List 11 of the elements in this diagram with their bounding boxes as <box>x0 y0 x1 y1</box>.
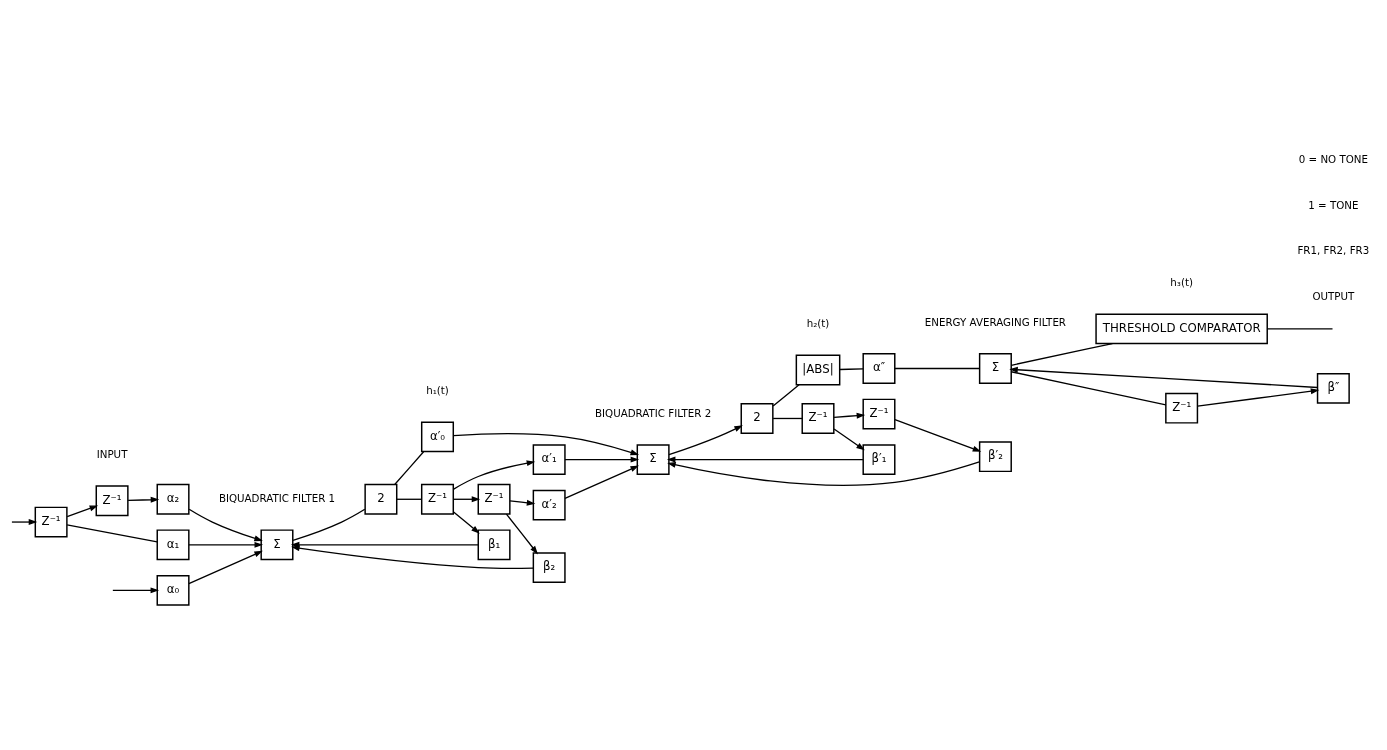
label: 1 = TONE <box>1308 198 1359 211</box>
label: h₃(t) <box>1170 275 1193 288</box>
label: BIQUADRATIC FILTER 1 <box>218 491 336 504</box>
label: h₂(t) <box>806 316 830 329</box>
label: FR1, FR2, FR3 <box>1297 243 1370 256</box>
label: 0 = NO TONE <box>1298 152 1368 165</box>
label: h₁(t) <box>426 383 449 396</box>
label: ENERGY AVERAGING FILTER <box>924 315 1067 328</box>
label: OUTPUT <box>1312 289 1355 302</box>
label: INPUT <box>96 447 128 460</box>
label: BIQUADRATIC FILTER 2 <box>595 406 712 419</box>
